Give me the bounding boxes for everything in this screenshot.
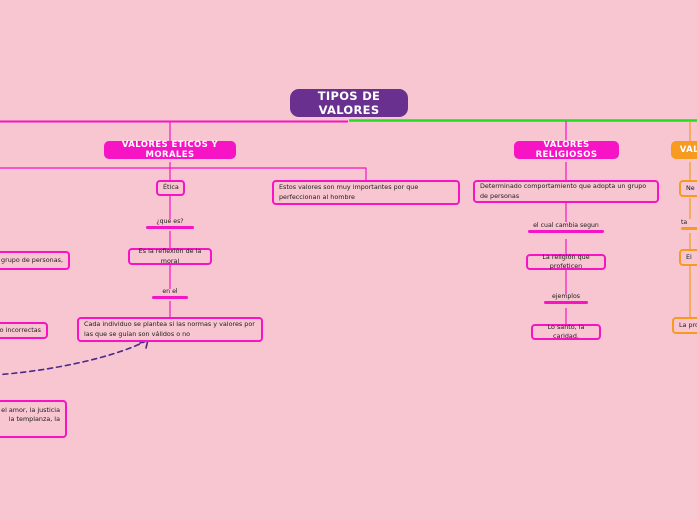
node-right-third-label: La prosp <box>679 320 697 329</box>
node-right-second-label: El <box>686 252 692 261</box>
node-virtudes-label: a nobleza, el amor, la justicia la templ… <box>0 406 60 424</box>
branch-ethics-header[interactable]: VALORES ETICOS Y MORALES <box>104 140 236 160</box>
node-grupo-personas-label: n grupo de personas, <box>0 255 63 264</box>
node-ejemplos-valores-label: Lo santo, la caridad. <box>547 322 585 340</box>
node-right-first[interactable]: Ne <box>679 180 697 197</box>
caption-right-first: ta <box>681 219 697 230</box>
node-comportamiento[interactable]: Determinado comportamiento que adopta un… <box>473 180 659 203</box>
node-religion[interactable]: La religión que profeticen <box>526 252 606 270</box>
node-etica-label: Ética <box>163 183 179 192</box>
node-right-second[interactable]: El <box>679 249 697 266</box>
node-incorrectas[interactable]: s o incorrectas <box>0 322 48 339</box>
caption-rule <box>528 230 604 233</box>
branch-ethics-label: VALORES ETICOS Y MORALES <box>121 140 219 160</box>
root-node[interactable]: TIPOS DE VALORES <box>290 89 408 117</box>
branch-religious-label: VALORES RELIGIOSOS <box>535 140 598 160</box>
node-etica[interactable]: Ética <box>156 180 185 196</box>
node-reflexion[interactable]: Es la reflexión de la moral <box>128 247 212 265</box>
node-importantes[interactable]: Estos valores son muy importantes por qu… <box>272 180 460 205</box>
caption-en-el: en el <box>152 288 188 299</box>
node-incorrectas-label: s o incorrectas <box>0 325 41 334</box>
node-reflexion-label: Es la reflexión de la moral <box>138 247 202 265</box>
node-individuo[interactable]: Cada individuo se plantea si las normas … <box>77 317 263 342</box>
node-individuo-label: Cada individuo se plantea si las normas … <box>84 320 255 338</box>
caption-rule <box>544 301 588 304</box>
node-grupo-personas[interactable]: n grupo de personas, <box>0 251 70 270</box>
node-religion-label: La religión que profeticen <box>542 252 590 270</box>
caption-ejemplos-label: ejemplos <box>551 293 581 300</box>
caption-cambia-segun-label: el cual cambia segun <box>533 222 599 229</box>
node-virtudes[interactable]: a nobleza, el amor, la justicia la templ… <box>0 400 67 438</box>
caption-cambia-segun: el cual cambia segun <box>528 222 604 233</box>
node-right-first-label: Ne <box>686 183 695 192</box>
root-label: TIPOS DE VALORES <box>317 89 381 117</box>
caption-que-es-label: ¿que es? <box>156 218 184 225</box>
node-ejemplos-valores[interactable]: Lo santo, la caridad. <box>531 322 601 340</box>
caption-right-first-label: ta <box>681 219 688 226</box>
caption-ejemplos: ejemplos <box>544 293 588 304</box>
caption-en-el-label: en el <box>162 288 178 295</box>
caption-rule <box>146 226 194 229</box>
node-importantes-label: Estos valores son muy importantes por qu… <box>279 183 419 201</box>
branch-right-label: VALO <box>679 145 697 155</box>
caption-rule <box>681 227 697 230</box>
branch-religious-header[interactable]: VALORES RELIGIOSOS <box>514 140 619 160</box>
node-right-third[interactable]: La prosp <box>672 317 697 334</box>
caption-rule <box>152 296 188 299</box>
node-comportamiento-label: Determinado comportamiento que adopta un… <box>480 182 647 200</box>
branch-right-header[interactable]: VALO <box>671 141 697 159</box>
caption-que-es: ¿que es? <box>146 218 194 229</box>
